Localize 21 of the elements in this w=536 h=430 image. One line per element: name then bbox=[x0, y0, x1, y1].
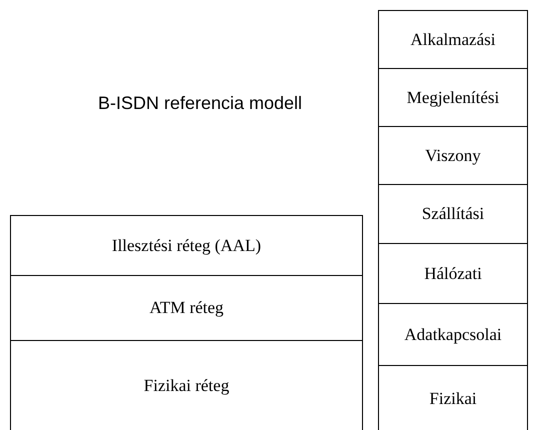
layer-name: Szállítási bbox=[422, 204, 484, 224]
layer-box bbox=[10, 275, 363, 341]
layer-box bbox=[378, 10, 528, 69]
diagram-title: B-ISDN referencia modell bbox=[96, 92, 304, 114]
layer-name: Megjelenítési bbox=[406, 88, 500, 108]
layer-box bbox=[378, 365, 528, 430]
layer-name: Viszony bbox=[425, 146, 481, 166]
layer-box bbox=[378, 68, 528, 127]
layer-name: Alkalmazási bbox=[410, 30, 496, 50]
layer-box bbox=[378, 243, 528, 304]
layer-name: Fizikai bbox=[429, 388, 477, 408]
layer-name: Adatkapcsolai bbox=[404, 324, 502, 344]
layer-name: Illesztési réteg (AAL) bbox=[112, 236, 262, 256]
layer-name: ATM réteg bbox=[149, 298, 224, 318]
layer-box bbox=[378, 303, 528, 366]
layer-box bbox=[378, 184, 528, 244]
layer-box bbox=[378, 126, 528, 185]
layer-box bbox=[10, 340, 363, 430]
layer-name: Hálózati bbox=[424, 264, 482, 284]
layer-name: Fizikai réteg bbox=[144, 376, 230, 396]
layer-box bbox=[10, 215, 363, 276]
